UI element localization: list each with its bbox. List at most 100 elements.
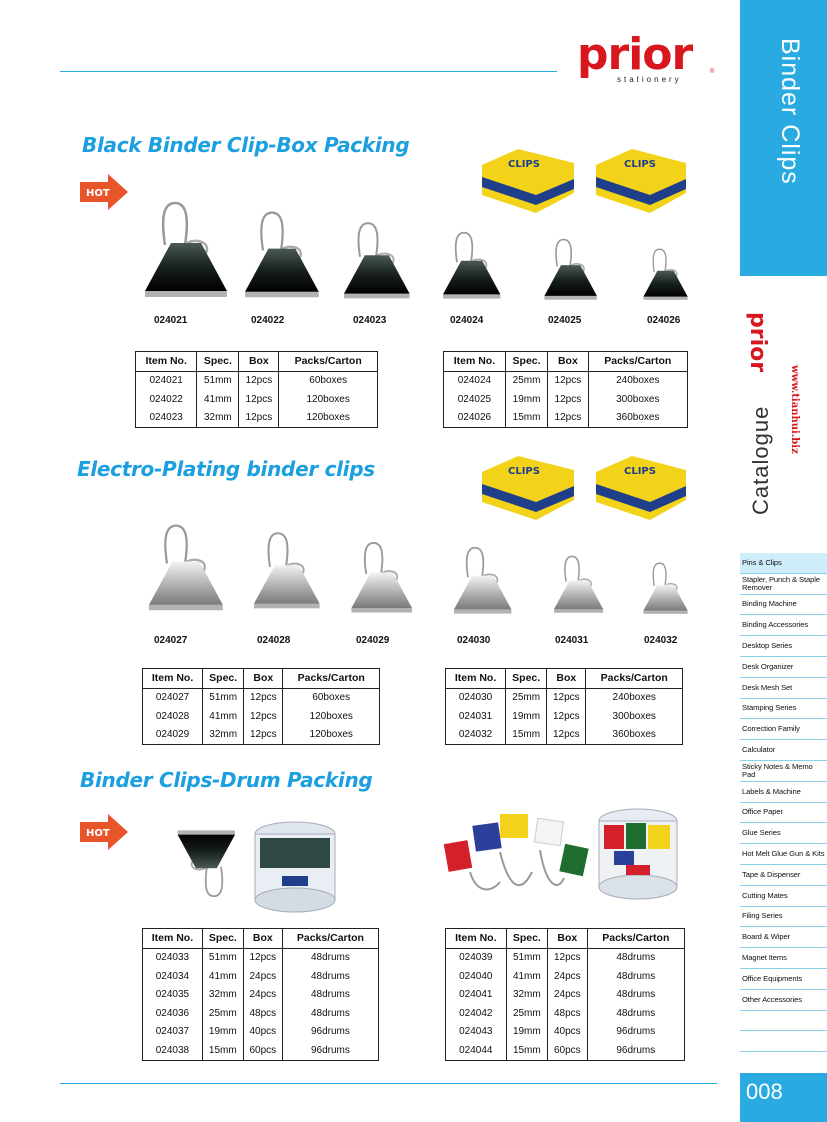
item-number-label: 024028	[257, 635, 291, 646]
column-header: Packs/Carton	[586, 928, 686, 949]
nav-item[interactable]: Correction Family	[740, 719, 827, 741]
table-cell: 120boxes	[278, 408, 378, 428]
table-cell: 96drums	[586, 1022, 686, 1041]
drum-container-image	[596, 807, 680, 901]
item-number-label: 024031	[555, 635, 589, 646]
table-cell: 12pcs	[546, 688, 587, 707]
column-header: Packs/Carton	[282, 668, 380, 689]
brand-tagline: stationery	[617, 75, 682, 84]
nav-item[interactable]: Filing Series	[740, 907, 827, 928]
table-cell: 40pcs	[242, 1022, 283, 1041]
table-cell: 024031	[444, 707, 507, 726]
table-cell: 024041	[445, 985, 507, 1004]
table-cell: 12pcs	[238, 371, 280, 390]
box-brand-text: CLIPS	[624, 159, 656, 170]
column-header: Spec.	[202, 668, 245, 689]
table-cell: 12pcs	[238, 390, 280, 409]
table-cell: 12pcs	[242, 948, 283, 967]
table-cell: 19mm	[505, 707, 548, 726]
column-header: Packs/Carton	[281, 928, 380, 949]
nav-item[interactable]: Glue Series	[740, 823, 827, 845]
nav-item[interactable]: Office Equipments	[740, 969, 827, 990]
nav-item[interactable]: Other Accessories	[740, 990, 827, 1011]
hot-arrow-icon: HOT	[78, 172, 130, 212]
item-number-label: 024022	[251, 315, 285, 326]
nav-item[interactable]: Binding Machine	[740, 595, 827, 616]
hot-label: HOT	[86, 828, 110, 839]
item-number-label: 024021	[154, 315, 188, 326]
hot-arrow-icon: HOT	[78, 812, 130, 852]
nav-item[interactable]: Desk Mesh Set	[740, 678, 827, 699]
table-cell: 15mm	[505, 725, 548, 745]
clip-image	[336, 218, 416, 302]
item-number-label: 024027	[154, 635, 188, 646]
column-header: Spec.	[196, 351, 240, 372]
table-cell: 024021	[134, 371, 198, 390]
registered-mark: ®	[710, 69, 715, 75]
table-cell: 024032	[444, 725, 507, 745]
nav-item[interactable]: Sticky Notes & Memo Pad	[740, 761, 827, 782]
table-cell: 024027	[141, 688, 204, 707]
product-box-image: CLIPS	[592, 452, 690, 524]
item-number-label: 024029	[356, 635, 390, 646]
item-number-label: 024032	[644, 635, 678, 646]
nav-item[interactable]: Stapler, Punch & Staple Remover	[740, 574, 827, 595]
table-cell: 25mm	[505, 1004, 549, 1023]
table-cell: 12pcs	[243, 688, 284, 707]
nav-item[interactable]: Magnet Items	[740, 948, 827, 969]
clip-image	[236, 206, 326, 302]
website-link[interactable]: www.tianhui.biz	[789, 365, 800, 454]
table-cell: 12pcs	[547, 408, 589, 428]
section-title-drum: Binder Clips-Drum Packing	[80, 768, 373, 792]
product-box-image: CLIPS	[592, 145, 690, 217]
nav-item[interactable]: Desk Organizer	[740, 657, 827, 678]
column-header: Box	[243, 668, 284, 689]
nav-item[interactable]: Board & Wiper	[740, 927, 827, 949]
table-cell: 96drums	[586, 1041, 686, 1061]
box-brand-text: CLIPS	[508, 159, 540, 170]
table-cell: 32mm	[505, 985, 549, 1004]
clip-image	[447, 540, 517, 620]
nav-item[interactable]: Tape & Dispenser	[740, 865, 827, 886]
table-cell: 12pcs	[546, 707, 587, 726]
nav-item[interactable]: Labels & Machine	[740, 782, 827, 803]
clip-image	[436, 228, 506, 302]
clip-image	[548, 548, 608, 620]
column-header: Box	[547, 928, 588, 949]
column-header: Box	[238, 351, 280, 372]
nav-item[interactable]: Office Paper	[740, 803, 827, 824]
table-cell: 60boxes	[278, 371, 378, 390]
table-cell: 41mm	[202, 707, 245, 726]
clip-image	[172, 826, 242, 902]
table-cell: 48pcs	[242, 1004, 283, 1023]
column-header: Spec.	[201, 928, 244, 949]
nav-item[interactable]: Calculator	[740, 740, 827, 761]
clip-image	[135, 196, 235, 302]
nav-item[interactable]: Desktop Series	[740, 636, 827, 657]
nav-item[interactable]: Binding Accessories	[740, 615, 827, 637]
nav-item[interactable]: Stamping Series	[740, 699, 827, 720]
column-header: Packs/Carton	[585, 668, 683, 689]
nav-item[interactable]: Pins & Clips	[740, 553, 827, 574]
table-cell: 32mm	[196, 408, 240, 428]
nav-item[interactable]: Hot Melt Glue Gun & Kits	[740, 844, 827, 865]
table-cell: 024026	[443, 408, 506, 428]
table-cell: 96drums	[281, 1022, 380, 1041]
drum-container-image	[252, 820, 338, 914]
table-cell: 240boxes	[587, 371, 689, 390]
table-cell: 19mm	[201, 1022, 244, 1041]
table-cell: 024035	[142, 985, 203, 1004]
nav-item[interactable]: Cutting Mates	[740, 886, 827, 907]
table-cell: 024043	[445, 1022, 507, 1041]
column-header: Box	[546, 668, 587, 689]
table-cell: 024024	[443, 371, 506, 390]
table-cell: 024023	[134, 408, 198, 428]
